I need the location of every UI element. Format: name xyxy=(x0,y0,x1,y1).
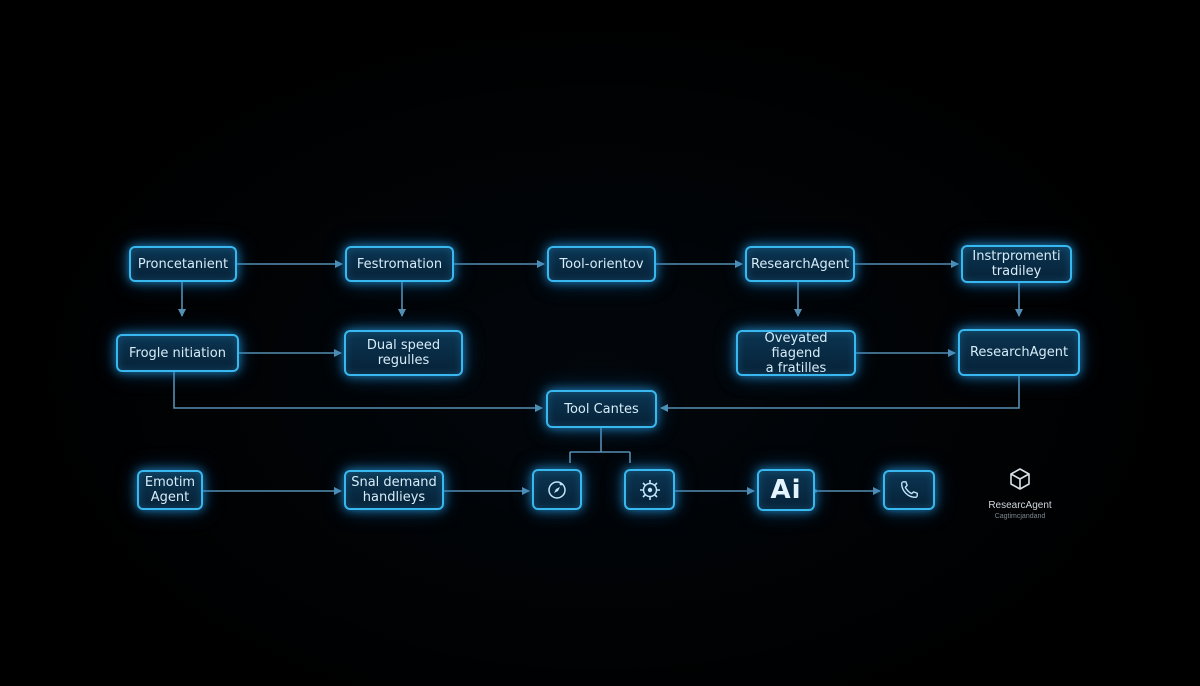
node-label: ResearchAgent xyxy=(750,256,850,272)
node-label: Proncetanient xyxy=(137,256,229,272)
node-label: ResearchAgent xyxy=(969,345,1069,360)
node-compass[interactable] xyxy=(532,469,582,510)
node-phone[interactable] xyxy=(883,470,935,510)
node-label: Tool Cantes xyxy=(564,401,639,417)
ai-label: Ai xyxy=(770,474,802,505)
compass-icon xyxy=(545,478,569,502)
gear-icon xyxy=(637,477,663,503)
node-label: Emotim Agent xyxy=(144,475,196,505)
node-research-agent-right[interactable]: ResearchAgent xyxy=(958,329,1080,376)
node-frogle-nitiation[interactable]: Frogle nitiation xyxy=(116,334,239,372)
elbow-right-to-hub xyxy=(660,376,1020,412)
node-tool-cantes[interactable]: Tool Cantes xyxy=(546,390,657,428)
node-research-agent-top[interactable]: ResearchAgent xyxy=(745,246,855,282)
node-proncetanient[interactable]: Proncetanient xyxy=(129,246,237,282)
node-label: Frogle nitiation xyxy=(129,345,226,361)
node-gear[interactable] xyxy=(624,469,675,510)
node-instrpromenti[interactable]: Instrpromenti tradiley xyxy=(961,245,1072,283)
node-label: Tool-orientov xyxy=(559,256,644,272)
node-ai[interactable]: Ai xyxy=(757,469,815,511)
node-snal-demand[interactable]: Snal demand handlieys xyxy=(344,470,444,510)
elbow-left-to-hub xyxy=(173,372,543,412)
brand-title: ResearcAgent xyxy=(988,500,1052,511)
node-oveyated-fiagend[interactable]: Oveyated fiagend a fratilles xyxy=(736,330,856,376)
brand-block: ResearcAgent Cagtimcjandand xyxy=(960,466,1080,520)
cube-logo-icon xyxy=(960,466,1080,496)
node-label: Festromation xyxy=(356,256,443,272)
node-festromation[interactable]: Festromation xyxy=(345,246,454,282)
node-label: Snal demand handlieys xyxy=(351,475,437,505)
phone-icon xyxy=(898,479,920,501)
node-label: Instrpromenti tradiley xyxy=(972,249,1061,279)
node-emotim-agent[interactable]: Emotim Agent xyxy=(137,470,203,510)
brand-subtitle: Cagtimcjandand xyxy=(994,513,1046,520)
node-tool-orientov[interactable]: Tool-orientov xyxy=(547,246,656,282)
node-label: Dual speed regulles xyxy=(366,338,441,368)
node-label: Oveyated fiagend a fratilles xyxy=(764,330,828,376)
node-dual-speed[interactable]: Dual speed regulles xyxy=(344,330,463,376)
